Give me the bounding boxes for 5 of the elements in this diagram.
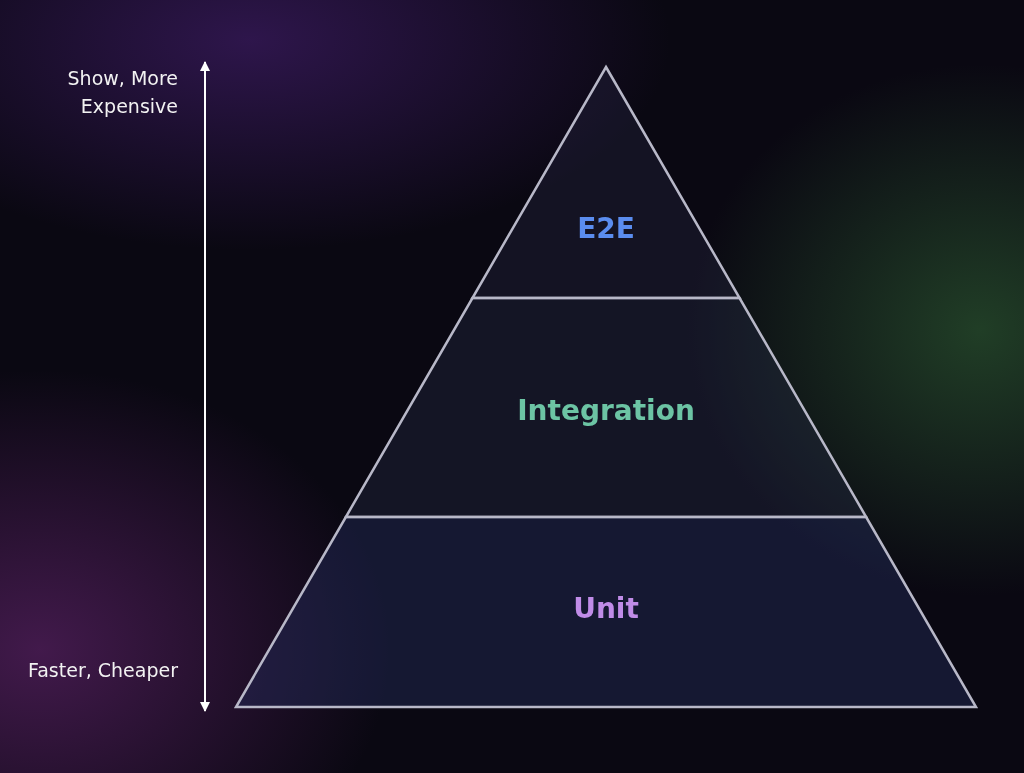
tier-label: Unit	[573, 591, 639, 625]
tier-label: E2E	[577, 211, 635, 245]
tier-label: Integration	[517, 393, 695, 427]
top-scale-label: Show, More Expensive	[66, 66, 178, 119]
bottom-scale-label: Faster, Cheaper	[27, 658, 178, 683]
